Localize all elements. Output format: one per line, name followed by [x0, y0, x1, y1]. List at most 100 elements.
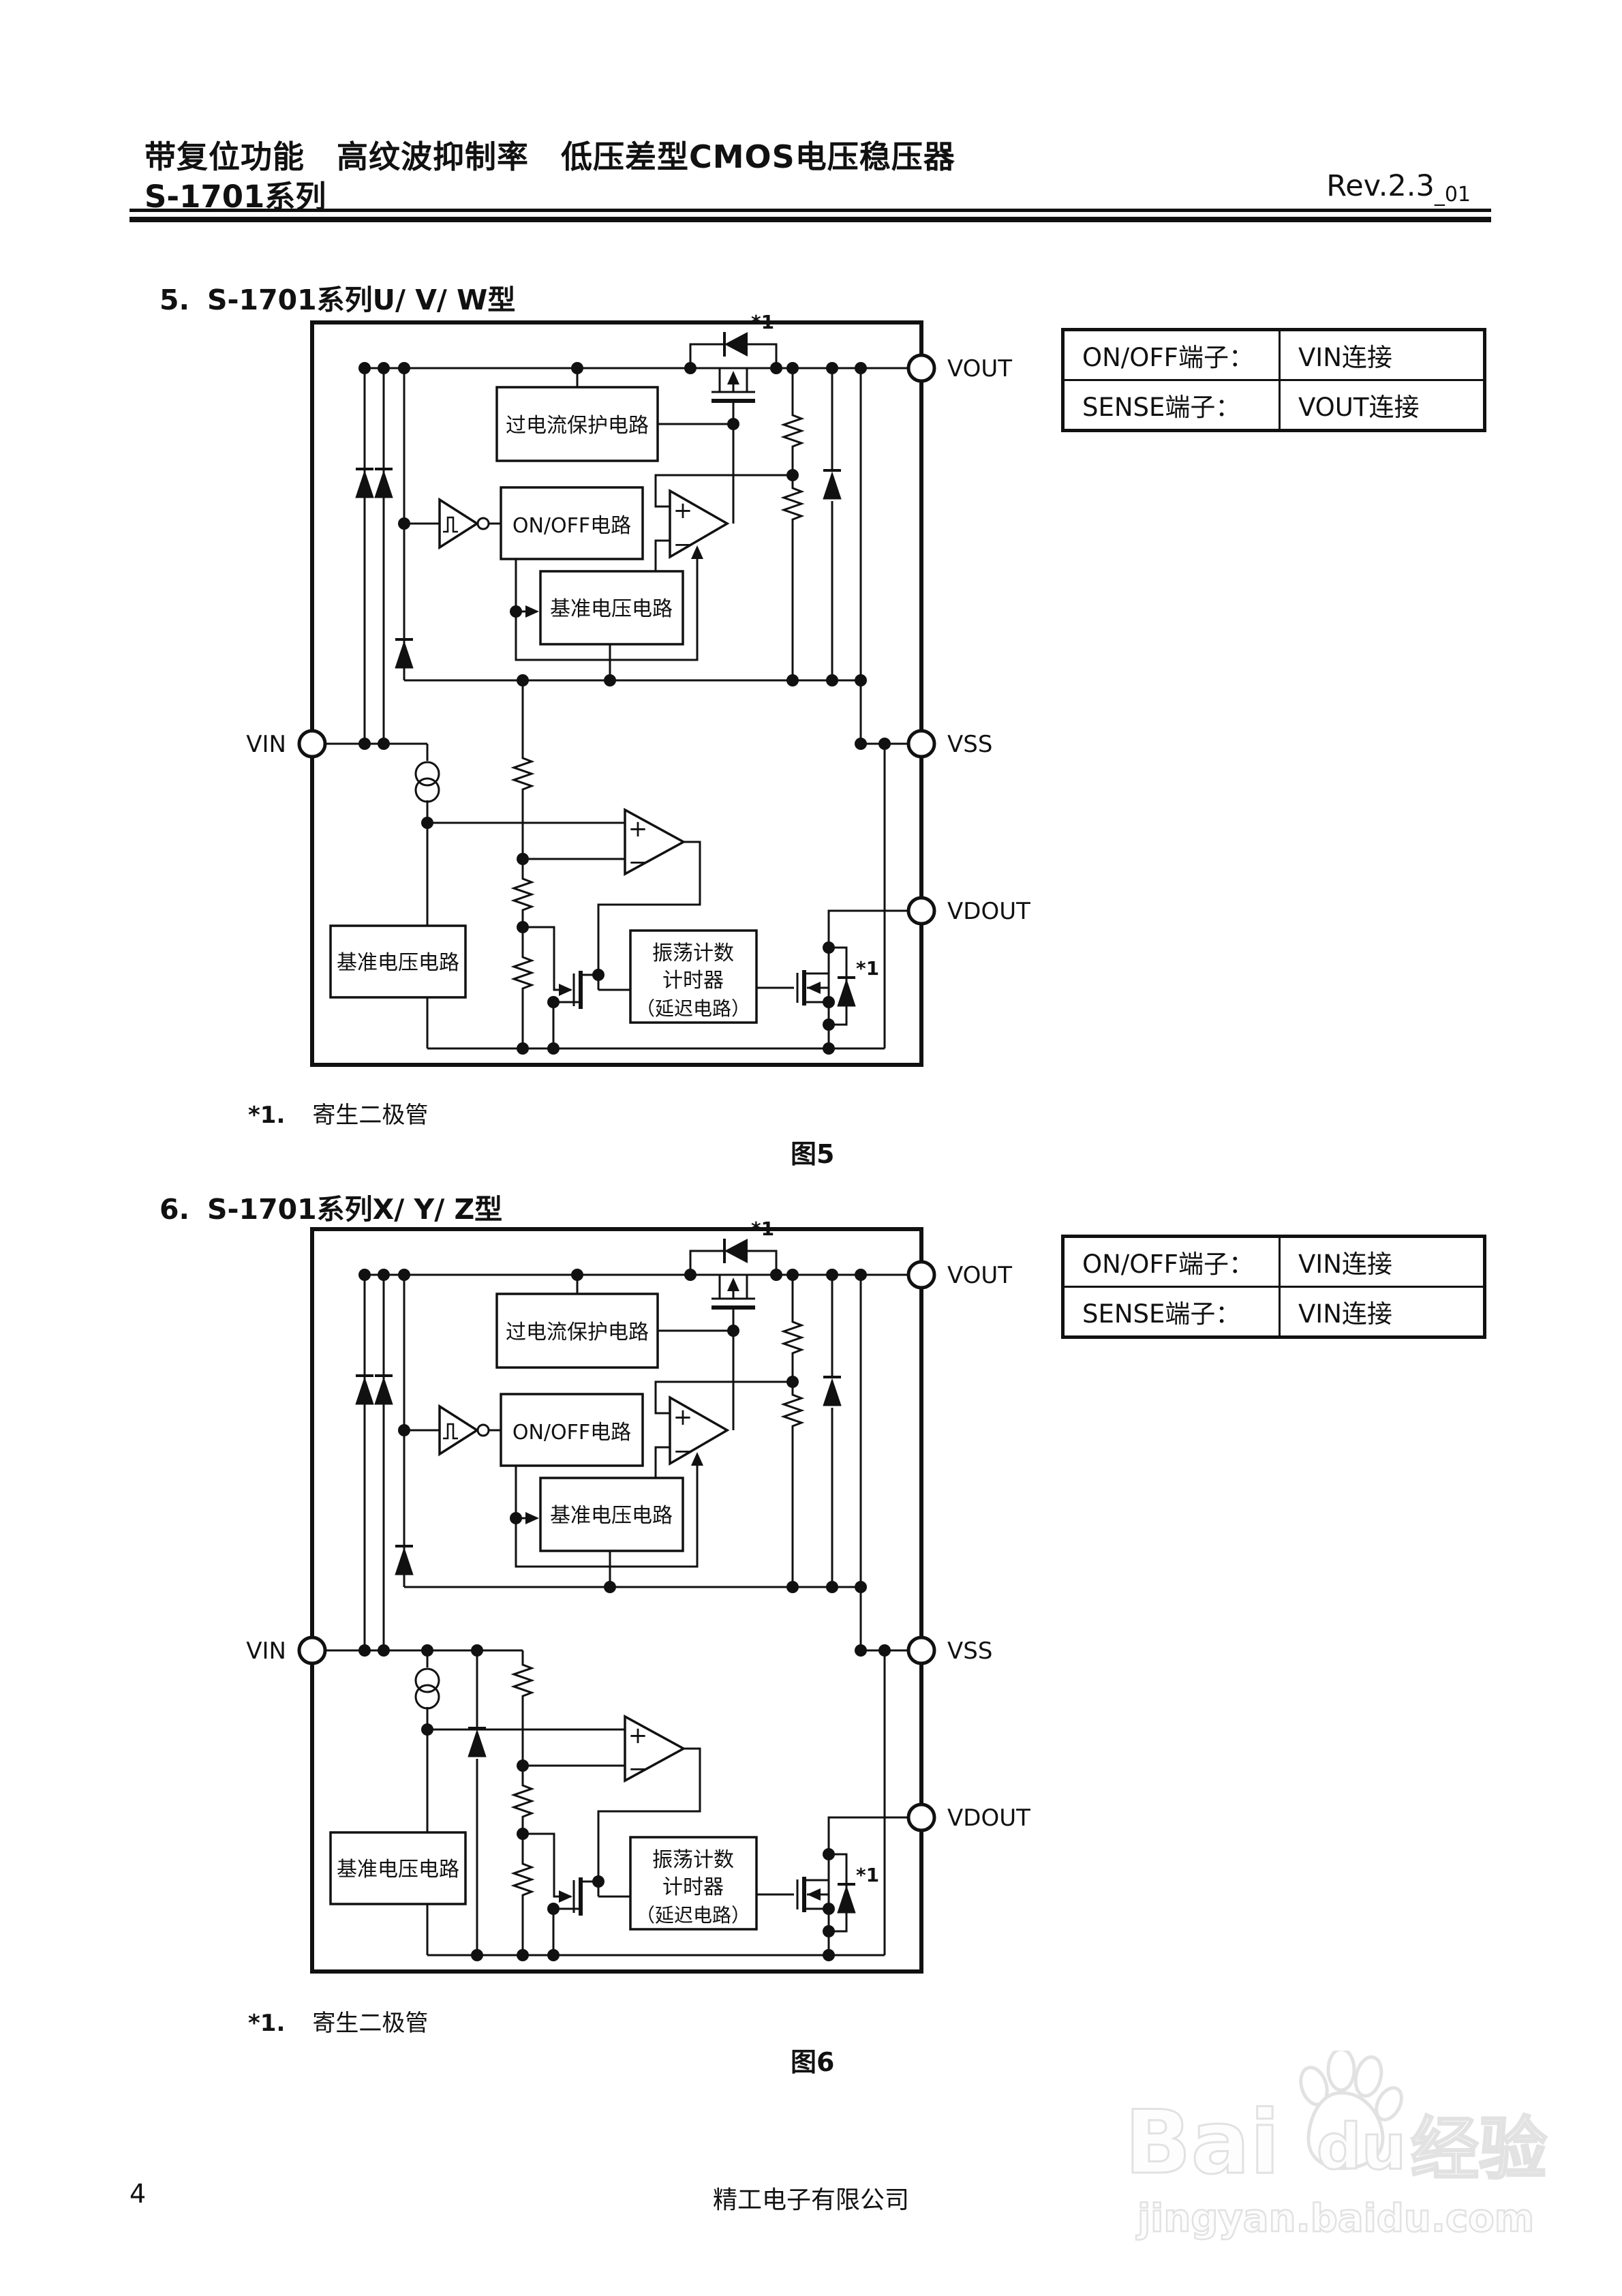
opamp-lower: + −: [624, 1715, 686, 1783]
vss-terminal-label: VSS: [947, 1637, 992, 1665]
star-note-label: *1: [751, 1220, 774, 1240]
osc-block-line3: （延迟电路）: [636, 1904, 750, 1927]
osc-block-line2: 计时器: [662, 1875, 724, 1899]
vin-terminal: [297, 1635, 327, 1665]
wires: [326, 343, 908, 1050]
onoff-terminal-label: ON/OFF端子：: [1062, 329, 1281, 381]
reference-block-label: 基准电压电路: [550, 1504, 673, 1528]
page-title: 带复位功能 高纹波抑制率 低压差型CMOS电压稳压器: [144, 138, 955, 175]
section-6-title: S-1701系列X/ Y/ Z型: [207, 1193, 503, 1226]
revision-suffix: _01: [1434, 183, 1471, 207]
blocks: 过电流保护电路 ON/OFF电路 基准电压电路 基准电压电路 振荡计数 计时器 …: [329, 386, 758, 1024]
reference-voltage-block-lower: 基准电压电路: [329, 1831, 467, 1905]
parasitic-diode-bridge: *1: [723, 314, 774, 357]
watermark-jingyan-text: 经验: [1409, 2109, 1548, 2189]
current-source: [414, 1667, 440, 1710]
opamp-minus-label: −: [673, 531, 693, 558]
figure-box: [310, 1227, 923, 1974]
overcurrent-protection-block: 过电流保护电路: [495, 386, 659, 462]
nmos-transistor-lower: [559, 1877, 583, 1916]
opamp-minus-label: −: [628, 849, 648, 876]
pmos-pass-transistor: [711, 371, 755, 403]
table-row: ON/OFF端子： VIN连接: [1062, 1235, 1486, 1288]
note-text: 寄生二极管: [312, 1102, 429, 1129]
section-5-heading: 5. S-1701系列U/ V/ W型: [159, 277, 515, 318]
sense-terminal-value: VOUT连接: [1279, 379, 1486, 432]
section-5-title: S-1701系列U/ V/ W型: [207, 284, 516, 316]
vdout-terminal-label: VDOUT: [947, 1804, 1030, 1832]
onoff-terminal-value: VIN连接: [1279, 329, 1486, 381]
vin-terminal: [297, 729, 327, 759]
reference-voltage-block-lower: 基准电压电路: [329, 924, 467, 999]
current-source: [414, 761, 440, 803]
osc-block-line1: 振荡计数: [652, 941, 734, 965]
vss-terminal-label: VSS: [947, 731, 992, 758]
note-number: *1.: [248, 1102, 286, 1129]
pmos-pass-transistor: [711, 1278, 755, 1310]
onoff-circuit-block: ON/OFF电路: [500, 486, 644, 560]
revision-label: Rev.2.3_01: [1326, 169, 1471, 207]
figure-5-caption: 图5: [791, 1139, 835, 1169]
osc-block-line3: （延迟电路）: [636, 997, 750, 1020]
vss-terminal: [906, 729, 936, 759]
revision-text: Rev.2.3: [1326, 169, 1435, 203]
hysteresis-buffer: [438, 1404, 490, 1457]
reference-voltage-block-upper: 基准电压电路: [539, 570, 684, 646]
note-text: 寄生二极管: [312, 2010, 429, 2037]
connection-table-fig5: ON/OFF端子： VIN连接 SENSE端子： VOUT连接: [1061, 328, 1486, 432]
watermark-brand: Bai du 经验: [1118, 2047, 1554, 2194]
osc-block-line1: 振荡计数: [652, 1848, 734, 1872]
section-6-number: 6.: [159, 1193, 190, 1226]
reference-block-label: 基准电压电路: [337, 951, 459, 975]
opamp-plus-label: +: [673, 497, 693, 524]
nmos-transistor-output: *1: [796, 957, 879, 1006]
watermark-du-text: du: [1315, 2111, 1407, 2184]
figure-box: [310, 320, 923, 1067]
overcurrent-block-label: 过电流保护电路: [506, 414, 649, 438]
table-row: SENSE端子： VIN连接: [1062, 1286, 1486, 1338]
figure-5-note: *1. 寄生二极管: [248, 1096, 428, 1130]
opamp-minus-label: −: [673, 1438, 693, 1465]
footer-company: 精工电子有限公司: [712, 2186, 909, 2214]
figure-5-schematic: *1 *1 + − + −: [246, 314, 1030, 1067]
vout-terminal-label: VOUT: [947, 1262, 1012, 1289]
sense-terminal-label: SENSE端子：: [1062, 1286, 1281, 1338]
header-rule-thin: [129, 209, 1491, 212]
baidu-paw-icon: du: [1281, 2047, 1407, 2187]
parasitic-diode-bridge: *1: [723, 1220, 774, 1263]
nmos-transistor-output: *1: [796, 1864, 879, 1912]
oscillation-counter-block: 振荡计数 计时器 （延迟电路）: [629, 1836, 758, 1931]
vdout-terminal: [906, 896, 936, 926]
overcurrent-block-label: 过电流保护电路: [506, 1320, 649, 1344]
vin-terminal-label: VIN: [246, 731, 286, 758]
onoff-block-label: ON/OFF电路: [512, 514, 631, 538]
figure-6-note: *1. 寄生二极管: [248, 2004, 428, 2038]
reference-block-label: 基准电压电路: [550, 597, 673, 621]
section-5-number: 5.: [159, 284, 190, 316]
onoff-terminal-label: ON/OFF端子：: [1062, 1235, 1281, 1288]
onoff-block-label: ON/OFF电路: [512, 1421, 631, 1445]
watermark-bai-text: Bai: [1124, 2092, 1281, 2194]
table-row: SENSE端子： VOUT连接: [1062, 379, 1486, 432]
page-number: 4: [129, 2179, 147, 2209]
baidu-jingyan-watermark: Bai du 经验 jingyan.baidu.com: [1118, 2047, 1554, 2242]
sense-terminal-label: SENSE端子：: [1062, 379, 1281, 432]
star-note-label: *1: [856, 957, 879, 980]
note-number: *1.: [248, 2010, 286, 2037]
opamp-plus-label: +: [628, 815, 648, 843]
vss-terminal: [906, 1635, 936, 1665]
reference-voltage-block-upper: 基准电压电路: [539, 1477, 684, 1552]
opamp-upper: + −: [669, 1395, 730, 1466]
opamp-plus-label: +: [673, 1404, 693, 1431]
sense-terminal-value: VIN连接: [1279, 1286, 1486, 1338]
vout-terminal: [906, 1260, 936, 1290]
header-rule-thick: [129, 217, 1491, 222]
opamp-lower: + −: [624, 808, 686, 876]
watermark-url: jingyan.baidu.com: [1137, 2196, 1535, 2242]
osc-block-line2: 计时器: [662, 969, 724, 993]
section-6-heading: 6. S-1701系列X/ Y/ Z型: [159, 1186, 502, 1227]
blocks: 过电流保护电路 ON/OFF电路 基准电压电路 基准电压电路 振荡计数 计时器 …: [329, 1293, 758, 1931]
connection-table-fig6: ON/OFF端子： VIN连接 SENSE端子： VIN连接: [1061, 1235, 1486, 1339]
hysteresis-buffer: [438, 497, 490, 550]
vout-terminal-label: VOUT: [947, 355, 1012, 382]
